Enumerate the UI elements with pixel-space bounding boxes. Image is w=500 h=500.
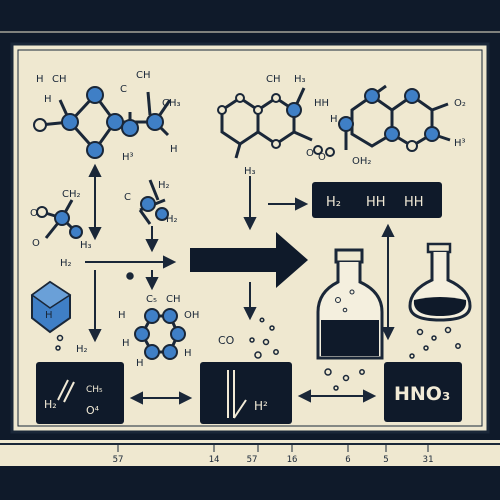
atom-label: OH: [184, 310, 199, 321]
atom-label: CH: [266, 74, 281, 85]
arrow-center-down-4: [243, 282, 257, 321]
ruler-tick-label: 57: [247, 455, 258, 465]
atom-label: H: [184, 348, 192, 359]
ruler-ticks: 57 14 57 16 6 5 31: [113, 444, 434, 465]
atom-label: H: [36, 74, 44, 85]
molecule-center-mid-labels: C H₂ H₂: [124, 180, 178, 225]
atom-label: C: [124, 192, 131, 203]
atom-label: H₂: [76, 344, 88, 355]
box-label: O⁴: [86, 404, 100, 417]
crystal-prism: H: [30, 280, 72, 334]
result-box: HNO₃: [384, 362, 462, 422]
box-label: CH₅: [86, 385, 103, 395]
svg-text:H: H: [45, 310, 53, 321]
result-formula: HNO₃: [394, 383, 450, 405]
atom-label: C₅: [146, 294, 157, 305]
atom-label: O: [306, 148, 314, 159]
double-arrow-left-upper: [88, 163, 102, 241]
arrow-center-down-1: [145, 226, 159, 253]
atom-label: CH₂: [62, 189, 81, 200]
atom-label: CH: [136, 70, 151, 81]
formula-text: HH: [366, 195, 386, 210]
atom-label: O: [32, 238, 40, 249]
atom-label: O₂: [454, 98, 466, 109]
atom-label: H³: [122, 152, 134, 163]
atom-label: H³: [454, 138, 466, 149]
box-label: H₂: [44, 398, 57, 411]
atom-label: H₂: [60, 258, 72, 269]
atom-label: H₂: [166, 214, 178, 225]
atom-label: H₃: [244, 166, 256, 177]
atom-label: C: [120, 84, 127, 95]
formula-box: H₂ HH HH: [312, 182, 442, 218]
atom-label: H₃: [80, 240, 92, 251]
atom-label: H: [330, 114, 338, 125]
molecule-mid-left-labels: CH₂ O O H₃: [30, 189, 92, 251]
ruler-tick-label: 57: [113, 455, 124, 465]
atom-label: O: [318, 152, 326, 163]
atom-label: H: [170, 144, 178, 155]
arrow-left-to-center: [85, 255, 177, 269]
bubble-dots-left: [55, 272, 134, 351]
atom-label: H: [122, 338, 130, 349]
reagent-bottle: [316, 248, 384, 360]
ruler-tick-label: 6: [345, 455, 350, 465]
atom-label: H: [44, 94, 52, 105]
molecule-top-left-labels: H CH H C CH CH₃ H³ H: [36, 70, 181, 163]
molecule-center-mid-atoms: [140, 196, 169, 221]
double-arrow-bottom-right: [297, 389, 377, 403]
atom-label: H: [136, 358, 144, 369]
ruler-tick-label: 14: [209, 455, 220, 465]
molecule-ring-labels: C₅ CH OH H H H H: [118, 294, 199, 369]
atom-label: CO: [218, 334, 235, 347]
atom-label: HH: [314, 98, 329, 109]
molecule-mid-left-atoms: [36, 206, 83, 239]
atom-label: O: [30, 208, 38, 219]
formula-text: H₂: [326, 195, 341, 210]
arrow-center-down-2: [145, 270, 159, 291]
box-center-product: H²: [200, 362, 292, 424]
double-arrow-right: [381, 223, 395, 341]
atom-label: CH: [166, 294, 181, 305]
molecule-top-left-atoms: [33, 86, 164, 159]
atom-label: CH₃: [162, 98, 181, 109]
box-label: H²: [254, 399, 268, 413]
ruler-tick-label: 5: [383, 455, 388, 465]
ruler-tick-label: 16: [287, 455, 298, 465]
box-left-product: H₂ CH₅ O⁴: [36, 362, 124, 424]
double-arrow-bottom-left: [129, 391, 193, 405]
inner-border: [17, 49, 483, 427]
ruler-tick-label: 31: [423, 455, 434, 465]
arrow-center-down-3: [243, 176, 257, 231]
bubble-dots-right: [324, 326, 461, 391]
atom-label: H₃: [294, 74, 306, 85]
bubble-dots-center: [249, 317, 279, 359]
main-reaction-arrow: [190, 232, 308, 288]
atom-label: CH: [52, 74, 67, 85]
arrow-left-down: [88, 270, 102, 343]
arrow-to-formula-box: [268, 197, 309, 211]
formula-text: HH: [404, 195, 424, 210]
atom-label: H: [118, 310, 126, 321]
molecule-ring-atoms: [134, 308, 186, 360]
atom-label: H₂: [158, 180, 170, 191]
molecule-top-right-atoms: [217, 88, 440, 157]
atom-label: OH₂: [352, 156, 371, 167]
erlenmeyer-flask: [408, 242, 472, 322]
molecule-top-right-labels: CH H₃ HH H O O OH₂ O₂ H³: [266, 74, 466, 167]
